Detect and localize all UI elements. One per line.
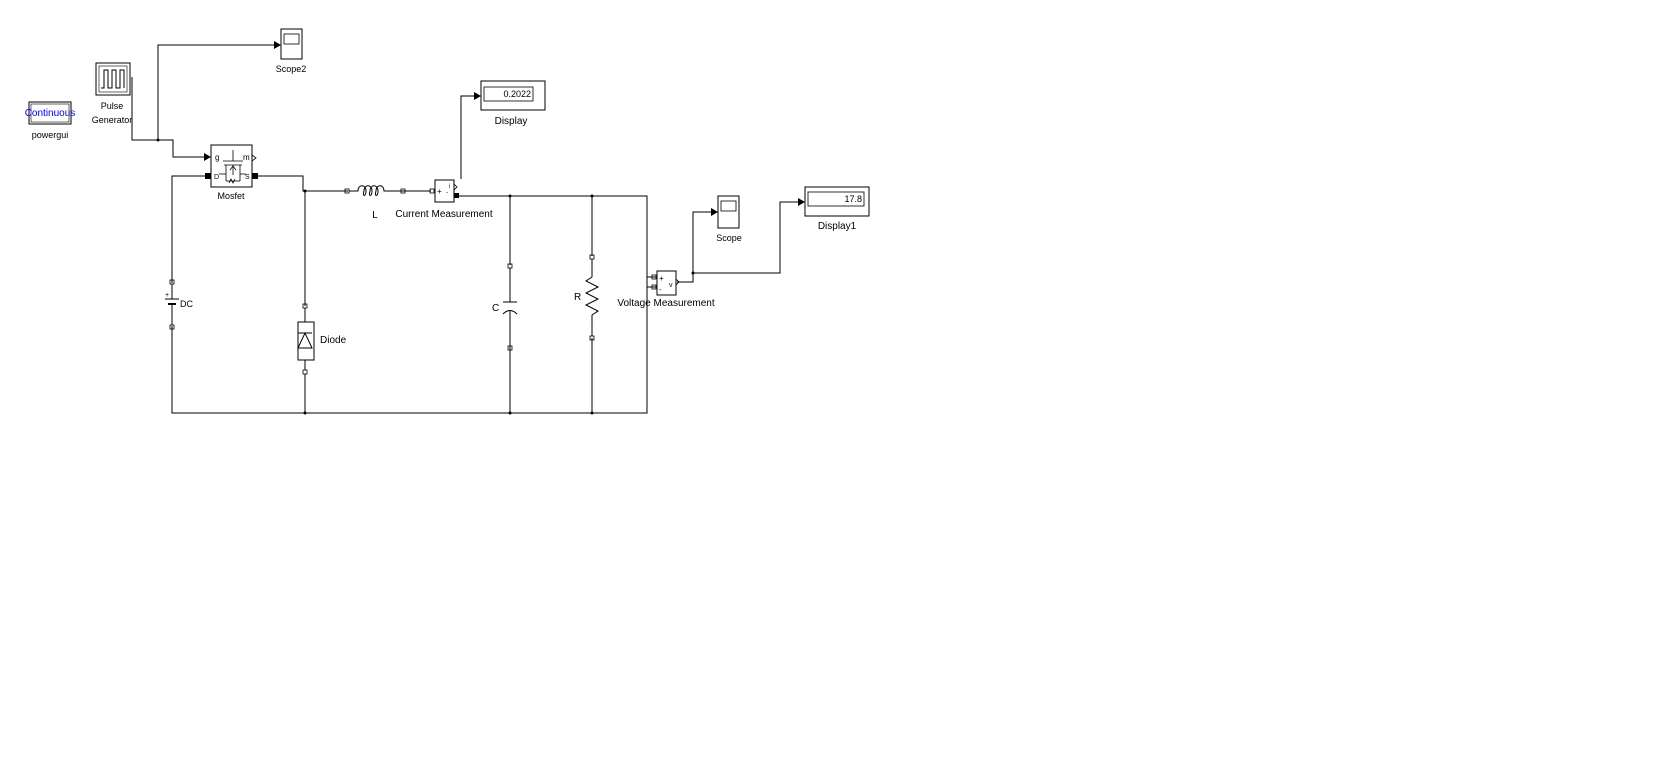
display-label: Display	[495, 116, 528, 127]
dc-source-block[interactable]: + DC	[165, 279, 193, 330]
voltage-meas-minus: -	[659, 285, 662, 294]
arrow-into-display1	[798, 198, 805, 206]
current-meas-plus-terminal[interactable]	[429, 188, 435, 194]
inductor-block[interactable]: L	[344, 185, 406, 221]
dc-label: DC	[180, 299, 193, 309]
voltage-measurement-block[interactable]: + - v Voltage Measurement	[617, 270, 715, 309]
current-meas-port-i: i	[449, 184, 450, 190]
display-value: 0.2022	[503, 89, 531, 99]
wire-vmeas-to-scope[interactable]	[692, 211, 711, 273]
voltage-meas-out-arrow	[675, 278, 680, 286]
current-meas-plus: +	[437, 187, 442, 196]
pulse-generator-label-1: Pulse	[101, 101, 124, 111]
diode-label: Diode	[320, 335, 347, 346]
junction-dot	[590, 411, 594, 415]
wire-pulse-to-mosfet-gate[interactable]	[158, 139, 204, 158]
capacitor-icon	[502, 268, 518, 346]
mosfet-symbol-icon	[219, 150, 246, 184]
wire-mosfet-s-to-node[interactable]	[253, 175, 348, 192]
wire-vmeas-to-branch[interactable]	[677, 201, 798, 283]
display1-value: 17.8	[844, 194, 862, 204]
junction-dot	[590, 194, 594, 198]
arrow-into-scope	[711, 208, 718, 216]
current-measurement-block[interactable]: + - i Current Measurement	[395, 179, 493, 220]
mosfet-s-terminal[interactable]	[252, 173, 258, 179]
mosfet-port-d: D	[214, 174, 219, 181]
scope-label: Scope	[716, 233, 742, 243]
voltage-meas-port-v: v	[669, 282, 673, 289]
battery-icon	[165, 284, 179, 325]
current-meas-out-arrow	[453, 183, 458, 191]
voltage-measurement-label: Voltage Measurement	[617, 298, 715, 309]
voltage-meas-plus: +	[659, 274, 664, 283]
mosfet-port-s: S	[245, 174, 250, 181]
diode-cathode-terminal[interactable]	[302, 369, 308, 375]
mosfet-m-port-arrow	[251, 154, 257, 162]
powergui-block[interactable]: Continuous powergui	[25, 101, 76, 140]
arrow-into-mosfet-gate	[204, 153, 211, 161]
resistor-block[interactable]: R	[574, 254, 600, 341]
arrow-into-display	[474, 92, 481, 100]
junction-dots	[156, 138, 695, 415]
display1-label: Display1	[818, 221, 857, 232]
wire-mosfet-d-to-dc[interactable]	[171, 175, 208, 283]
inductor-label: L	[372, 210, 378, 221]
arrow-into-scope2	[274, 41, 281, 49]
mosfet-d-terminal[interactable]	[205, 173, 211, 179]
scope-screen-icon	[283, 33, 300, 45]
pulse-generator-label-2: Generator	[92, 115, 133, 125]
powergui-value: Continuous	[25, 108, 76, 119]
wire-dc-to-ground[interactable]	[171, 196, 648, 414]
inductor-coil-icon	[349, 185, 401, 196]
scope-block[interactable]: Scope	[716, 195, 742, 243]
display-block[interactable]: 0.2022 Display	[480, 80, 546, 127]
mosfet-port-m: m	[243, 153, 250, 162]
diode-icon	[297, 308, 315, 370]
scope-screen-icon	[720, 200, 737, 212]
mosfet-label: Mosfet	[217, 191, 245, 201]
junction-dot	[156, 138, 160, 142]
current-meas-minus-terminal[interactable]	[454, 193, 459, 198]
current-meas-minus: -	[446, 190, 448, 196]
capacitor-block[interactable]: C	[492, 263, 518, 351]
mosfet-port-g: g	[215, 153, 219, 162]
junction-dot	[691, 271, 695, 275]
pulse-wave-icon	[101, 69, 125, 89]
capacitor-label: C	[492, 303, 499, 314]
junction-dot	[303, 189, 307, 193]
junction-dot	[508, 194, 512, 198]
junction-dot	[508, 411, 512, 415]
voltage-meas-minus-terminal[interactable]	[651, 284, 657, 290]
voltage-meas-plus-terminal[interactable]	[651, 274, 657, 280]
current-measurement-label: Current Measurement	[395, 209, 492, 220]
scope2-label: Scope2	[276, 64, 307, 74]
wire-current-meas-to-display[interactable]	[460, 95, 474, 179]
wire-current-meas-to-rail[interactable]	[456, 195, 656, 278]
diode-block[interactable]: Diode	[297, 303, 347, 375]
resistor-zigzag-icon	[584, 259, 600, 336]
pulse-generator-block[interactable]: Pulse Generator	[92, 62, 133, 125]
junction-dot	[303, 411, 307, 415]
display1-block[interactable]: 17.8 Display1	[804, 186, 870, 232]
dc-plus-sign: +	[165, 292, 169, 299]
mosfet-block[interactable]: g m D S Mosfet	[205, 144, 258, 201]
signal-and-power-wires	[131, 41, 805, 414]
scope2-block[interactable]: Scope2	[276, 28, 307, 74]
wire-pulse-to-scope2[interactable]	[131, 44, 274, 141]
powergui-label: powergui	[32, 130, 69, 140]
resistor-label: R	[574, 292, 581, 303]
